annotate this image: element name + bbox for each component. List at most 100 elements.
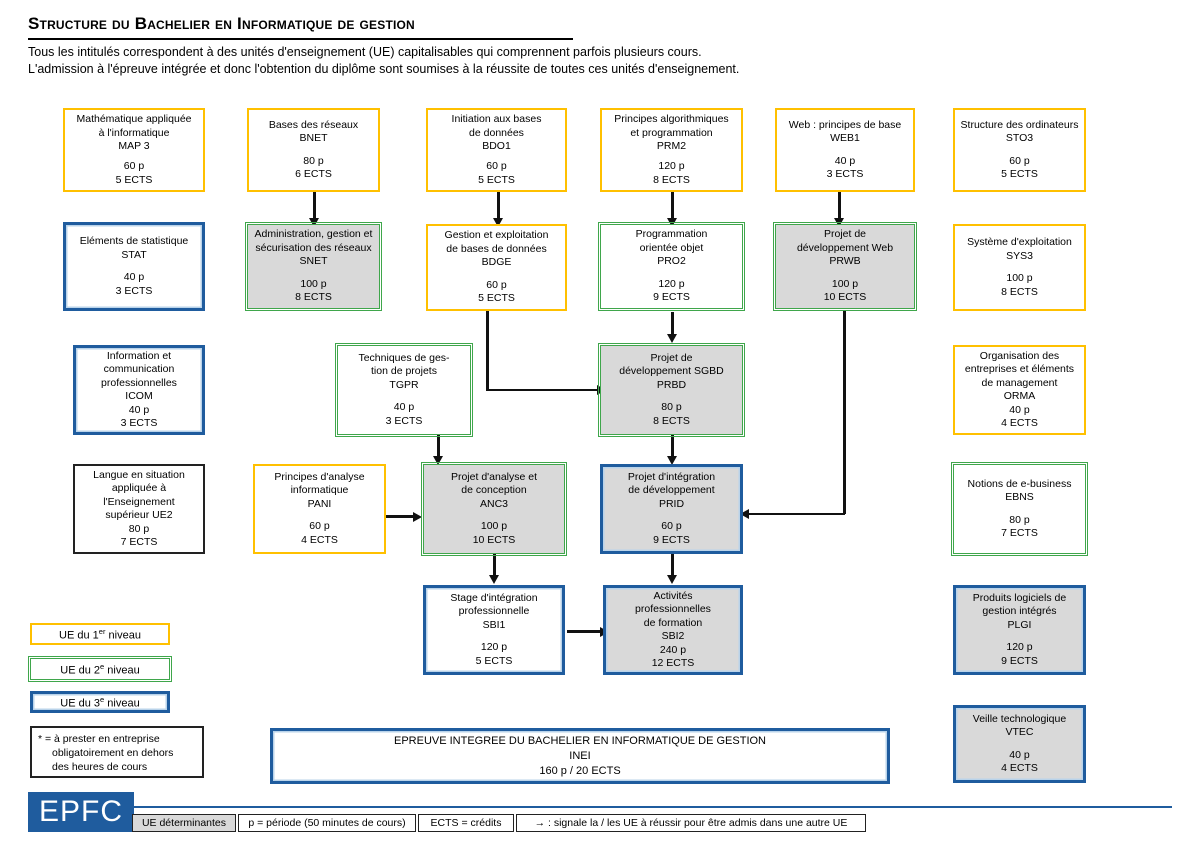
course-name: Notions de e-business: [967, 477, 1072, 490]
course-hours: 40 p: [834, 154, 856, 167]
course-box-prwb[interactable]: Projet de développement Web PRWB 100 p 1…: [772, 221, 918, 312]
course-code: STAT: [121, 248, 147, 261]
course-code: STO3: [1005, 132, 1034, 144]
course-box-ue2[interactable]: Langue en situation appliquée à l'Enseig…: [73, 464, 205, 554]
course-code: MAP 3: [118, 140, 150, 152]
course-box-stat[interactable]: Eléments de statistique STAT 40 p 3 ECTS: [63, 222, 205, 311]
final-exam-value: 160 p / 20 ECTS: [539, 764, 621, 777]
course-ects: 6 ECTS: [295, 168, 332, 180]
course-hours: 100 p: [831, 277, 859, 290]
course-ects: 5 ECTS: [1001, 168, 1038, 180]
arrow-sbi1-sbi2-line: [567, 630, 603, 633]
final-exam-box[interactable]: EPREUVE INTEGREE DU BACHELIER EN INFORMA…: [270, 728, 890, 784]
course-ects: 4 ECTS: [1001, 762, 1038, 774]
course-ects: 4 ECTS: [301, 533, 338, 546]
arrow-pro2-prbd-line: [671, 312, 674, 336]
course-hours: 60 p: [309, 520, 330, 533]
legend-note-line-2: obligatoirement en dehors: [52, 747, 174, 759]
arrow-prbd-prid-line: [671, 435, 674, 461]
course-box-anc3[interactable]: Projet d'analyse et de conception ANC3 1…: [420, 461, 568, 557]
arrow-web1-prwb-line: [838, 192, 841, 220]
course-box-sbi1[interactable]: Stage d'intégration professionnelle SBI1…: [423, 585, 565, 675]
arrow-prid-sbi2-head: [666, 575, 677, 584]
course-ects: 5 ECTS: [478, 292, 515, 305]
course-code: PLGI: [1007, 618, 1032, 631]
course-hours: 60 p: [123, 160, 145, 172]
footer-divider: [28, 806, 1172, 808]
course-ects: 9 ECTS: [1001, 654, 1038, 667]
course-name: Programmation orientée objet: [635, 228, 708, 254]
arrow-bnet-snet-head: [308, 218, 319, 227]
arrow-pani-anc3-head: [413, 511, 422, 522]
arrow-pro2-prbd-head: [666, 334, 677, 343]
course-ects: 5 ECTS: [478, 173, 515, 186]
footer-item-ects: ECTS = crédits: [418, 814, 514, 832]
course-hours: 60 p: [661, 520, 682, 533]
legend-level-2: UE du 2e niveau: [27, 655, 173, 683]
course-name: Information et communication professionn…: [101, 349, 177, 389]
course-box-orma[interactable]: Organisation des entreprises et éléments…: [953, 345, 1086, 435]
course-box-plgi[interactable]: Produits logiciels de gestion intégrés P…: [953, 585, 1086, 675]
arrow-prid-sbi2-line: [671, 554, 674, 579]
course-box-prbd[interactable]: Projet de développement SGBD PRBD 80 p 8…: [597, 342, 746, 438]
legend-note-line-1: * = à prester en entreprise: [38, 733, 160, 745]
course-code: TGPR: [389, 378, 419, 391]
course-ects: 8 ECTS: [653, 414, 690, 427]
course-box-sys3[interactable]: Système d'exploitation SYS3 100 p 8 ECTS: [953, 224, 1086, 311]
course-code: PRO2: [657, 255, 686, 268]
course-box-map3[interactable]: Mathématique appliquée à l'informatique …: [63, 108, 205, 192]
course-ects: 7 ECTS: [1001, 527, 1038, 539]
course-ects: 12 ECTS: [651, 657, 695, 669]
course-hours: 80 p: [661, 401, 682, 414]
course-box-web1[interactable]: Web : principes de base WEB1 40 p 3 ECTS: [775, 108, 915, 192]
intro-text: Tous les intitulés correspondent à des u…: [28, 44, 1028, 78]
course-box-vtec[interactable]: Veille technologique VTEC 40 p 4 ECTS: [953, 705, 1086, 783]
arrow-prwb-prid-hline: [748, 512, 845, 515]
final-exam-code: INEI: [569, 749, 591, 762]
course-box-sto3[interactable]: Structure des ordinateurs STO3 60 p 5 EC…: [953, 108, 1086, 192]
intro-line-1: Tous les intitulés correspondent à des u…: [28, 45, 702, 59]
course-hours: 60 p: [1009, 154, 1030, 167]
course-box-bnet[interactable]: Bases des réseaux BNET 80 p 6 ECTS: [247, 108, 380, 192]
course-box-bdo1[interactable]: Initiation aux bases de données BDO1 60 …: [426, 108, 567, 192]
course-box-prm2[interactable]: Principes algorithmiques et programmatio…: [600, 108, 743, 192]
course-box-pani[interactable]: Principes d'analyse informatique PANI 60…: [253, 464, 386, 554]
course-code: PRM2: [656, 140, 687, 152]
course-name: Mathématique appliquée à l'informatique: [76, 113, 192, 139]
course-box-sbi2[interactable]: Activités professionnelles de formation …: [603, 585, 743, 675]
course-ects: 9 ECTS: [653, 533, 690, 546]
course-name: Projet de développement SGBD: [619, 351, 724, 378]
course-code: PRID: [658, 497, 685, 510]
legend-level-3: UE du 3e niveau: [30, 691, 170, 713]
course-box-snet[interactable]: Administration, gestion et sécurisation …: [244, 221, 383, 312]
course-name: Projet d'intégration de développement: [627, 470, 716, 497]
arrow-pani-anc3-line: [386, 515, 416, 518]
arrow-anc3-sbi1-head: [488, 575, 499, 584]
course-name: Web : principes de base: [788, 118, 902, 131]
course-ects: 9 ECTS: [653, 291, 690, 304]
course-box-ebns[interactable]: Notions de e-business EBNS 80 p 7 ECTS: [950, 461, 1089, 557]
course-hours: 40 p: [1009, 403, 1030, 416]
legend-note-line-3: des heures de cours: [52, 761, 148, 773]
course-code: ICOM: [125, 390, 153, 402]
course-ects: 8 ECTS: [295, 291, 332, 304]
course-box-prid[interactable]: Projet d'intégration de développement PR…: [600, 464, 743, 554]
arrow-bdo1-bdge-head: [492, 218, 503, 227]
course-hours: 80 p: [1009, 513, 1030, 526]
course-name: Gestion et exploitation de bases de donn…: [444, 229, 549, 255]
arrow-prwb-prid-head: [740, 509, 749, 519]
course-box-tgpr[interactable]: Techniques de ges- tion de projets TGPR …: [334, 342, 474, 438]
course-name: Projet d'analyse et de conception: [450, 470, 538, 497]
course-box-icom[interactable]: Information et communication professionn…: [73, 345, 205, 435]
course-code: BDO1: [482, 140, 511, 152]
course-name: Activités professionnelles de formation: [635, 589, 711, 629]
legend-asterisk-note: * = à prester en entreprise obligatoirem…: [30, 726, 204, 778]
course-code: BDGE: [481, 256, 512, 269]
course-box-bdge[interactable]: Gestion et exploitation de bases de donn…: [426, 224, 567, 311]
course-hours: 120 p: [480, 641, 508, 654]
course-box-pro2[interactable]: Programmation orientée objet PRO2 120 p …: [597, 221, 746, 312]
course-name: Organisation des entreprises et éléments…: [964, 349, 1075, 389]
title-underline: [28, 38, 573, 40]
course-code: VTEC: [1005, 726, 1034, 738]
